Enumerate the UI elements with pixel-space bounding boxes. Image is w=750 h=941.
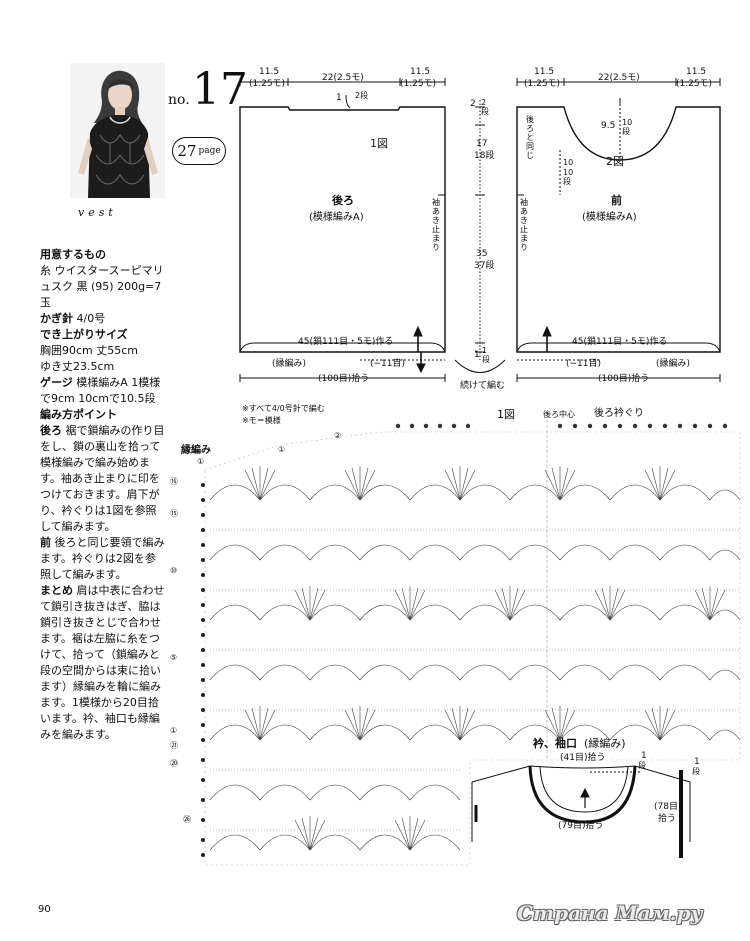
back-edging-decrease: (−11目) xyxy=(370,359,406,369)
row-mark-26: ㉖ xyxy=(183,815,191,824)
row-mark-row1: ① xyxy=(170,726,178,735)
front-edging-name: (縁編み) xyxy=(656,359,691,369)
front-instructions: 前 後ろと同じ要領で編みます。衿ぐりは2図を参照して編みます。 xyxy=(40,536,165,581)
pattern-number-prefix: no. xyxy=(168,92,190,108)
yarn-line: 糸 ウイスタースーピマリュスク 黒 (95) 200g=7玉 xyxy=(40,264,164,309)
back-neck-drop-rows: 2段 xyxy=(355,91,369,100)
hem-depth: 1 xyxy=(474,350,480,360)
collar-title: 衿、袖口 xyxy=(533,737,577,750)
row-mark-20: ⑳ xyxy=(170,759,178,768)
body-rows: 37段 xyxy=(474,261,495,271)
cuff-rows-unit: 段 xyxy=(692,767,700,776)
front-side-depth: 10 xyxy=(563,158,574,167)
gauge-line: ゲージ 模様編みA 1模様で9cm 10cmで10.5段 xyxy=(40,376,161,405)
materials-heading: 用意するもの xyxy=(40,248,106,261)
front-shoulder-left-motifs: (1.25モ) xyxy=(524,79,561,89)
front-neck-width: 22(2.5モ) xyxy=(598,73,640,83)
front-edging-pickup: (100目)拾う xyxy=(598,374,650,384)
back-edging-pickup: (100目)拾う xyxy=(318,374,370,384)
chart-fig-label: 1図 xyxy=(497,408,515,421)
page-reference-word: page xyxy=(198,146,221,156)
back-hem-cast-on: 45(鎖111目・5モ)作る xyxy=(298,337,394,347)
back-title: 後ろ xyxy=(332,194,354,207)
row-mark-21: ㉑ xyxy=(170,741,178,750)
back-subtitle: (模様編みA) xyxy=(309,212,364,223)
back-neck-drop: 1 xyxy=(336,93,342,103)
front-edging-decrease: (−11目) xyxy=(566,359,602,369)
front-neck-depth: 9.5 xyxy=(601,121,616,131)
page-reference-badge: 27 page xyxy=(172,137,226,165)
cuff-rows: 1 xyxy=(694,757,700,767)
site-watermark: Страна Мам.ру xyxy=(517,901,703,925)
hem-rows: 1段 xyxy=(482,346,490,364)
row-mark-2: ② xyxy=(334,431,342,440)
row-mark-1: ① xyxy=(278,445,286,454)
front-shoulder-right-motifs: (1.25モ) xyxy=(676,79,713,89)
back-shoulder-left-motifs: (1.25モ) xyxy=(249,79,286,89)
shoulder-drop: 2 xyxy=(470,99,476,109)
chart-note-motif: ※モ＝模様 xyxy=(242,416,281,425)
back-shoulder-left-width: 11.5 xyxy=(259,67,280,77)
front-title: 前 xyxy=(611,194,622,207)
instructions-block: 用意するもの 糸 ウイスタースーピマリュスク 黒 (95) 200g=7玉 かぎ… xyxy=(40,247,165,743)
front-neck-depth-rows: 10段 xyxy=(622,118,633,136)
front-fig-label: 2図 xyxy=(606,155,624,168)
collar-rows: 1 xyxy=(641,751,647,761)
cuff-pickup: (78目) xyxy=(654,802,682,812)
finishing-instructions: まとめ 肩は中表に合わせて鎖引き抜きはぎ、脇は鎖引き抜きとじで合わせます。裾は左… xyxy=(40,584,165,741)
front-hem-cast-on: 45(鎖111目・5モ)作る xyxy=(572,337,668,347)
crochet-chart xyxy=(201,420,741,866)
collar-rows-unit: 段 xyxy=(638,761,646,770)
hook-line: かぎ針 4/0号 xyxy=(40,312,106,325)
size-heading: でき上がりサイズ xyxy=(40,328,128,341)
model-photo xyxy=(70,63,165,198)
row-mark-edge-1: ① xyxy=(197,457,205,466)
front-shoulder-left-width: 11.5 xyxy=(534,67,555,77)
front-armhole-mark: 袖あき止まり xyxy=(520,198,528,252)
cuff-pickup-verb: 拾う xyxy=(658,814,677,824)
size-line: 胸囲90cm 丈55cm xyxy=(40,344,139,357)
page-number: 90 xyxy=(38,904,51,915)
collar-title-sub: (縁編み) xyxy=(584,737,626,750)
armhole-depth: 17 xyxy=(476,139,488,149)
body-length: 35 xyxy=(476,249,488,259)
row-mark-10: ⑩ xyxy=(170,566,178,575)
pattern-number: 17 xyxy=(192,64,248,115)
chart-back-neckline: 後ろ衿ぐり xyxy=(594,408,644,419)
points-heading: 編み方ポイント xyxy=(40,408,117,421)
front-subtitle: (模様編みA) xyxy=(582,212,637,223)
row-mark-15: ⑮ xyxy=(170,509,178,518)
front-same-as-back: 後ろと同じ xyxy=(526,115,534,160)
chart-note-hook: ※すべて4/0号針で編む xyxy=(242,404,325,413)
chart-center-back: 後ろ中心 xyxy=(543,410,575,419)
collar-bottom-pickup: (79目)拾う xyxy=(558,821,604,831)
back-shoulder-right-motifs: (1.25モ) xyxy=(400,79,437,89)
back-neck-width: 22(2.5モ) xyxy=(322,73,364,83)
category-label: vest xyxy=(78,206,117,219)
back-edging-name: (縁編み) xyxy=(272,359,307,369)
shoulder-drop-rows: 2段 xyxy=(481,98,489,116)
front-shoulder-right-width: 11.5 xyxy=(686,67,707,77)
continue-note: 続けて編む xyxy=(460,381,506,391)
row-mark-16: ⑯ xyxy=(170,477,178,486)
armhole-rows: 18段 xyxy=(474,151,495,161)
sleeve-line: ゆき丈23.5cm xyxy=(40,360,115,373)
back-shoulder-right-width: 11.5 xyxy=(410,67,431,77)
front-side-depth-rows: 10段 xyxy=(563,168,574,186)
page-reference-number: 27 xyxy=(177,142,197,160)
back-armhole-mark: 袖あき止まり xyxy=(432,198,440,252)
decorative-border xyxy=(137,38,141,39)
back-fig-label: 1図 xyxy=(370,137,388,150)
collar-top-pickup: (41目)拾う xyxy=(560,753,606,763)
chart-edging-label: 縁編み xyxy=(181,445,211,456)
row-mark-5: ⑤ xyxy=(170,653,178,662)
back-instructions: 後ろ 裾で鎖編みの作り目をし、鎖の裏山を拾って模様編みで編み始めます。袖あき止ま… xyxy=(40,424,165,533)
